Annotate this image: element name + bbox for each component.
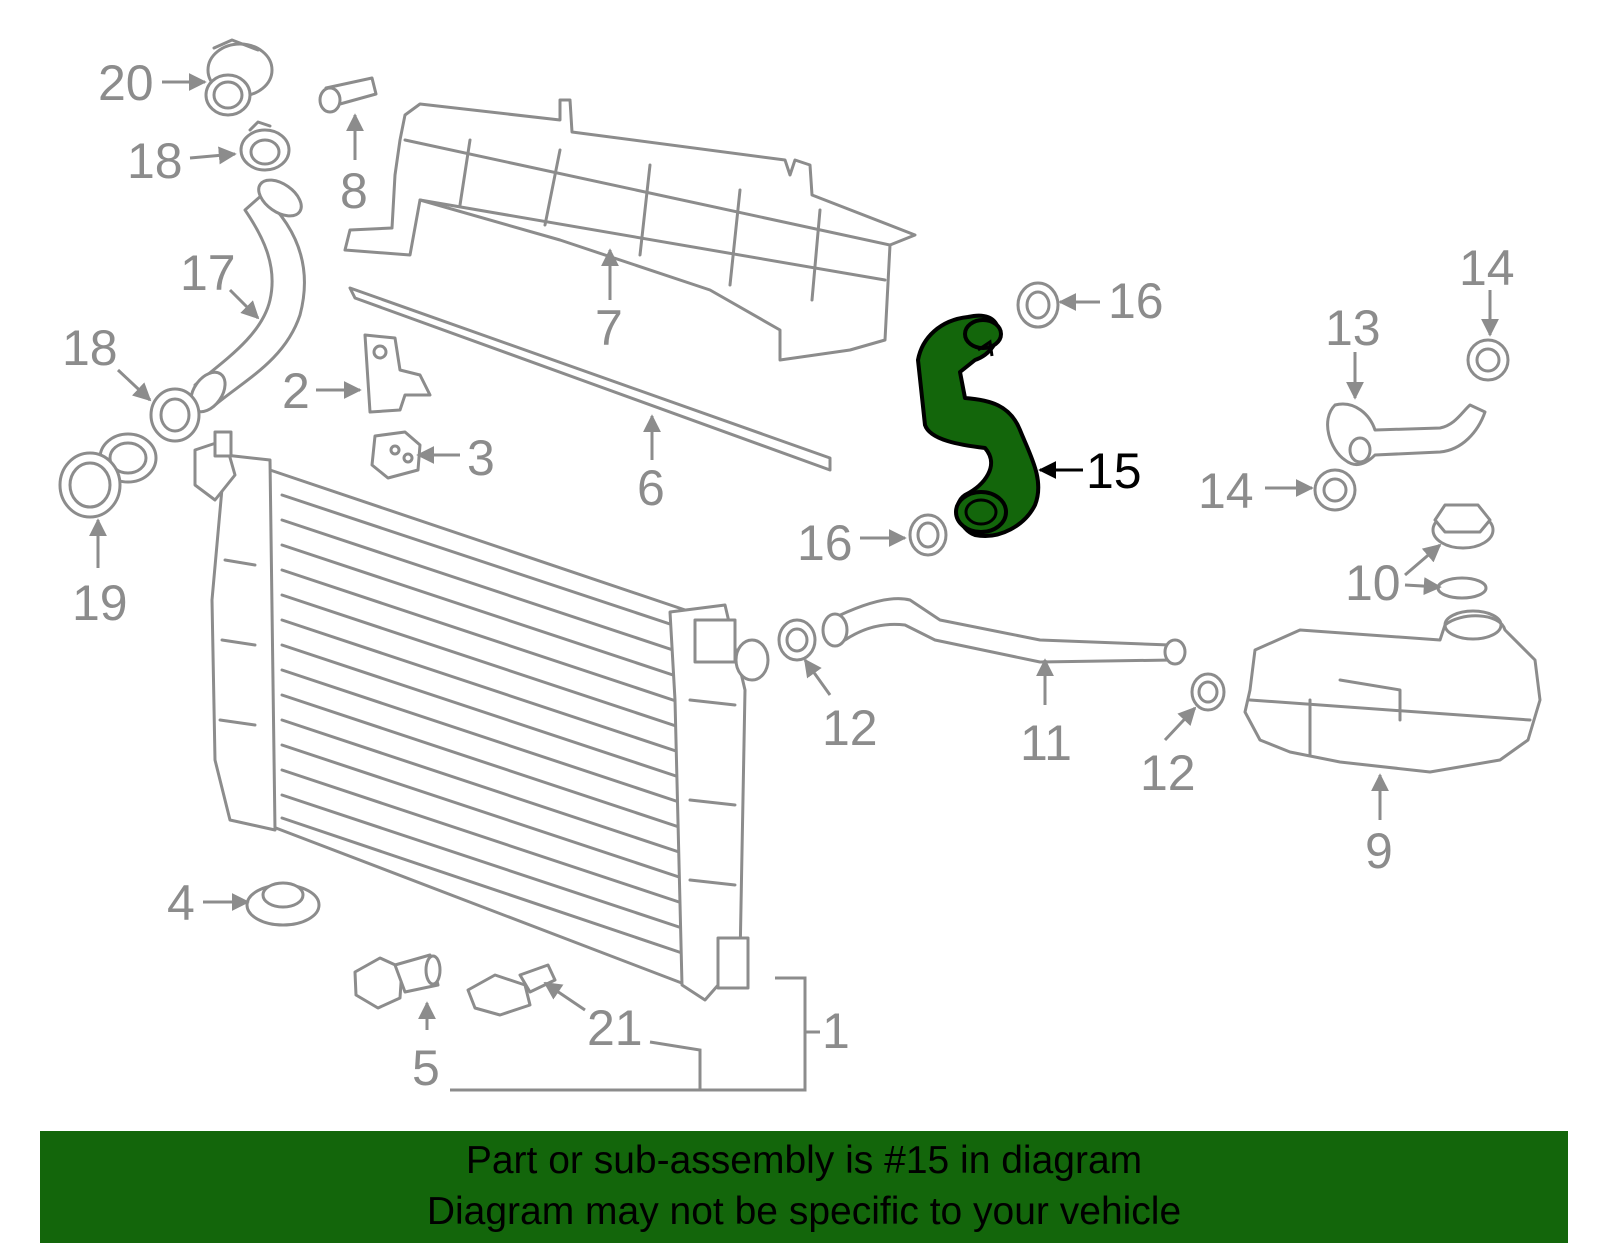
callout-4: 4 <box>167 875 195 931</box>
callout-5: 5 <box>412 1040 440 1096</box>
part-12-left-clamp <box>777 618 817 662</box>
part-19-outlet-housing <box>58 432 158 519</box>
part-1-radiator <box>193 430 770 1002</box>
callout-18-lower: 18 <box>62 320 118 376</box>
callout-1: 1 <box>822 1003 850 1059</box>
part-11-overflow-hose <box>821 597 1187 666</box>
part-8-push-pin <box>318 76 378 114</box>
part-5-drain-plug <box>353 953 442 1010</box>
callout-9: 9 <box>1365 823 1393 879</box>
callout-20: 20 <box>98 55 154 111</box>
radiator-fins <box>280 493 690 957</box>
banner-line-disclaimer: Diagram may not be specific to your vehi… <box>426 1190 1182 1233</box>
part-info-banner: Part or sub-assembly is #15 in diagram D… <box>40 1131 1568 1243</box>
part-15-lower-radiator-hose <box>916 313 1041 538</box>
part-20-inlet-housing <box>204 38 274 117</box>
callout-10: 10 <box>1345 555 1401 611</box>
callout-16-lower: 16 <box>797 515 853 571</box>
part-18-lower-clamp <box>149 387 201 443</box>
callout-2: 2 <box>282 363 310 419</box>
part-3-isolator <box>370 430 422 480</box>
callout-14-lower: 14 <box>1198 463 1254 519</box>
part-6-seal-strip <box>348 286 832 472</box>
part-21-sensor <box>466 963 557 1017</box>
part-17-upper-hose <box>189 178 306 414</box>
part-18-upper-clamp <box>239 120 291 172</box>
callout-15-highlighted: 15 <box>1086 443 1142 499</box>
part-9-coolant-reservoir <box>1243 609 1542 774</box>
part-12-right-clamp <box>1190 672 1226 712</box>
callout-7: 7 <box>595 300 623 356</box>
callout-11: 11 <box>1020 715 1072 771</box>
callout-13: 13 <box>1325 300 1381 356</box>
part-13-bypass-hose <box>1326 402 1487 467</box>
part-7-air-deflector <box>343 98 917 362</box>
part-14-upper-clamp <box>1466 338 1510 382</box>
part-10-reservoir-cap <box>1431 503 1495 600</box>
callout-labels: 20 18 8 17 18 2 3 19 7 6 16 15 16 14 13 … <box>62 55 1515 1096</box>
banner-line-part: Part or sub-assembly is #15 in diagram <box>465 1139 1143 1182</box>
part-16-upper-clamp <box>1016 281 1060 329</box>
callout-14-upper: 14 <box>1459 240 1515 296</box>
callout-19: 19 <box>72 575 128 631</box>
part-14-lower-clamp <box>1313 468 1357 512</box>
callout-16-upper: 16 <box>1108 273 1164 329</box>
leader-lines <box>89 73 1499 1092</box>
part-4-mount <box>245 881 321 927</box>
callout-18-upper: 18 <box>127 133 183 189</box>
part-2-bracket <box>363 333 432 414</box>
callout-21: 21 <box>587 1000 643 1056</box>
part-16-lower-clamp <box>908 513 948 557</box>
callout-12-left: 12 <box>822 700 878 756</box>
callout-3: 3 <box>467 430 495 486</box>
callout-8: 8 <box>340 163 368 219</box>
callout-12-right: 12 <box>1140 745 1196 801</box>
callout-17: 17 <box>180 245 236 301</box>
callout-6: 6 <box>637 460 665 516</box>
